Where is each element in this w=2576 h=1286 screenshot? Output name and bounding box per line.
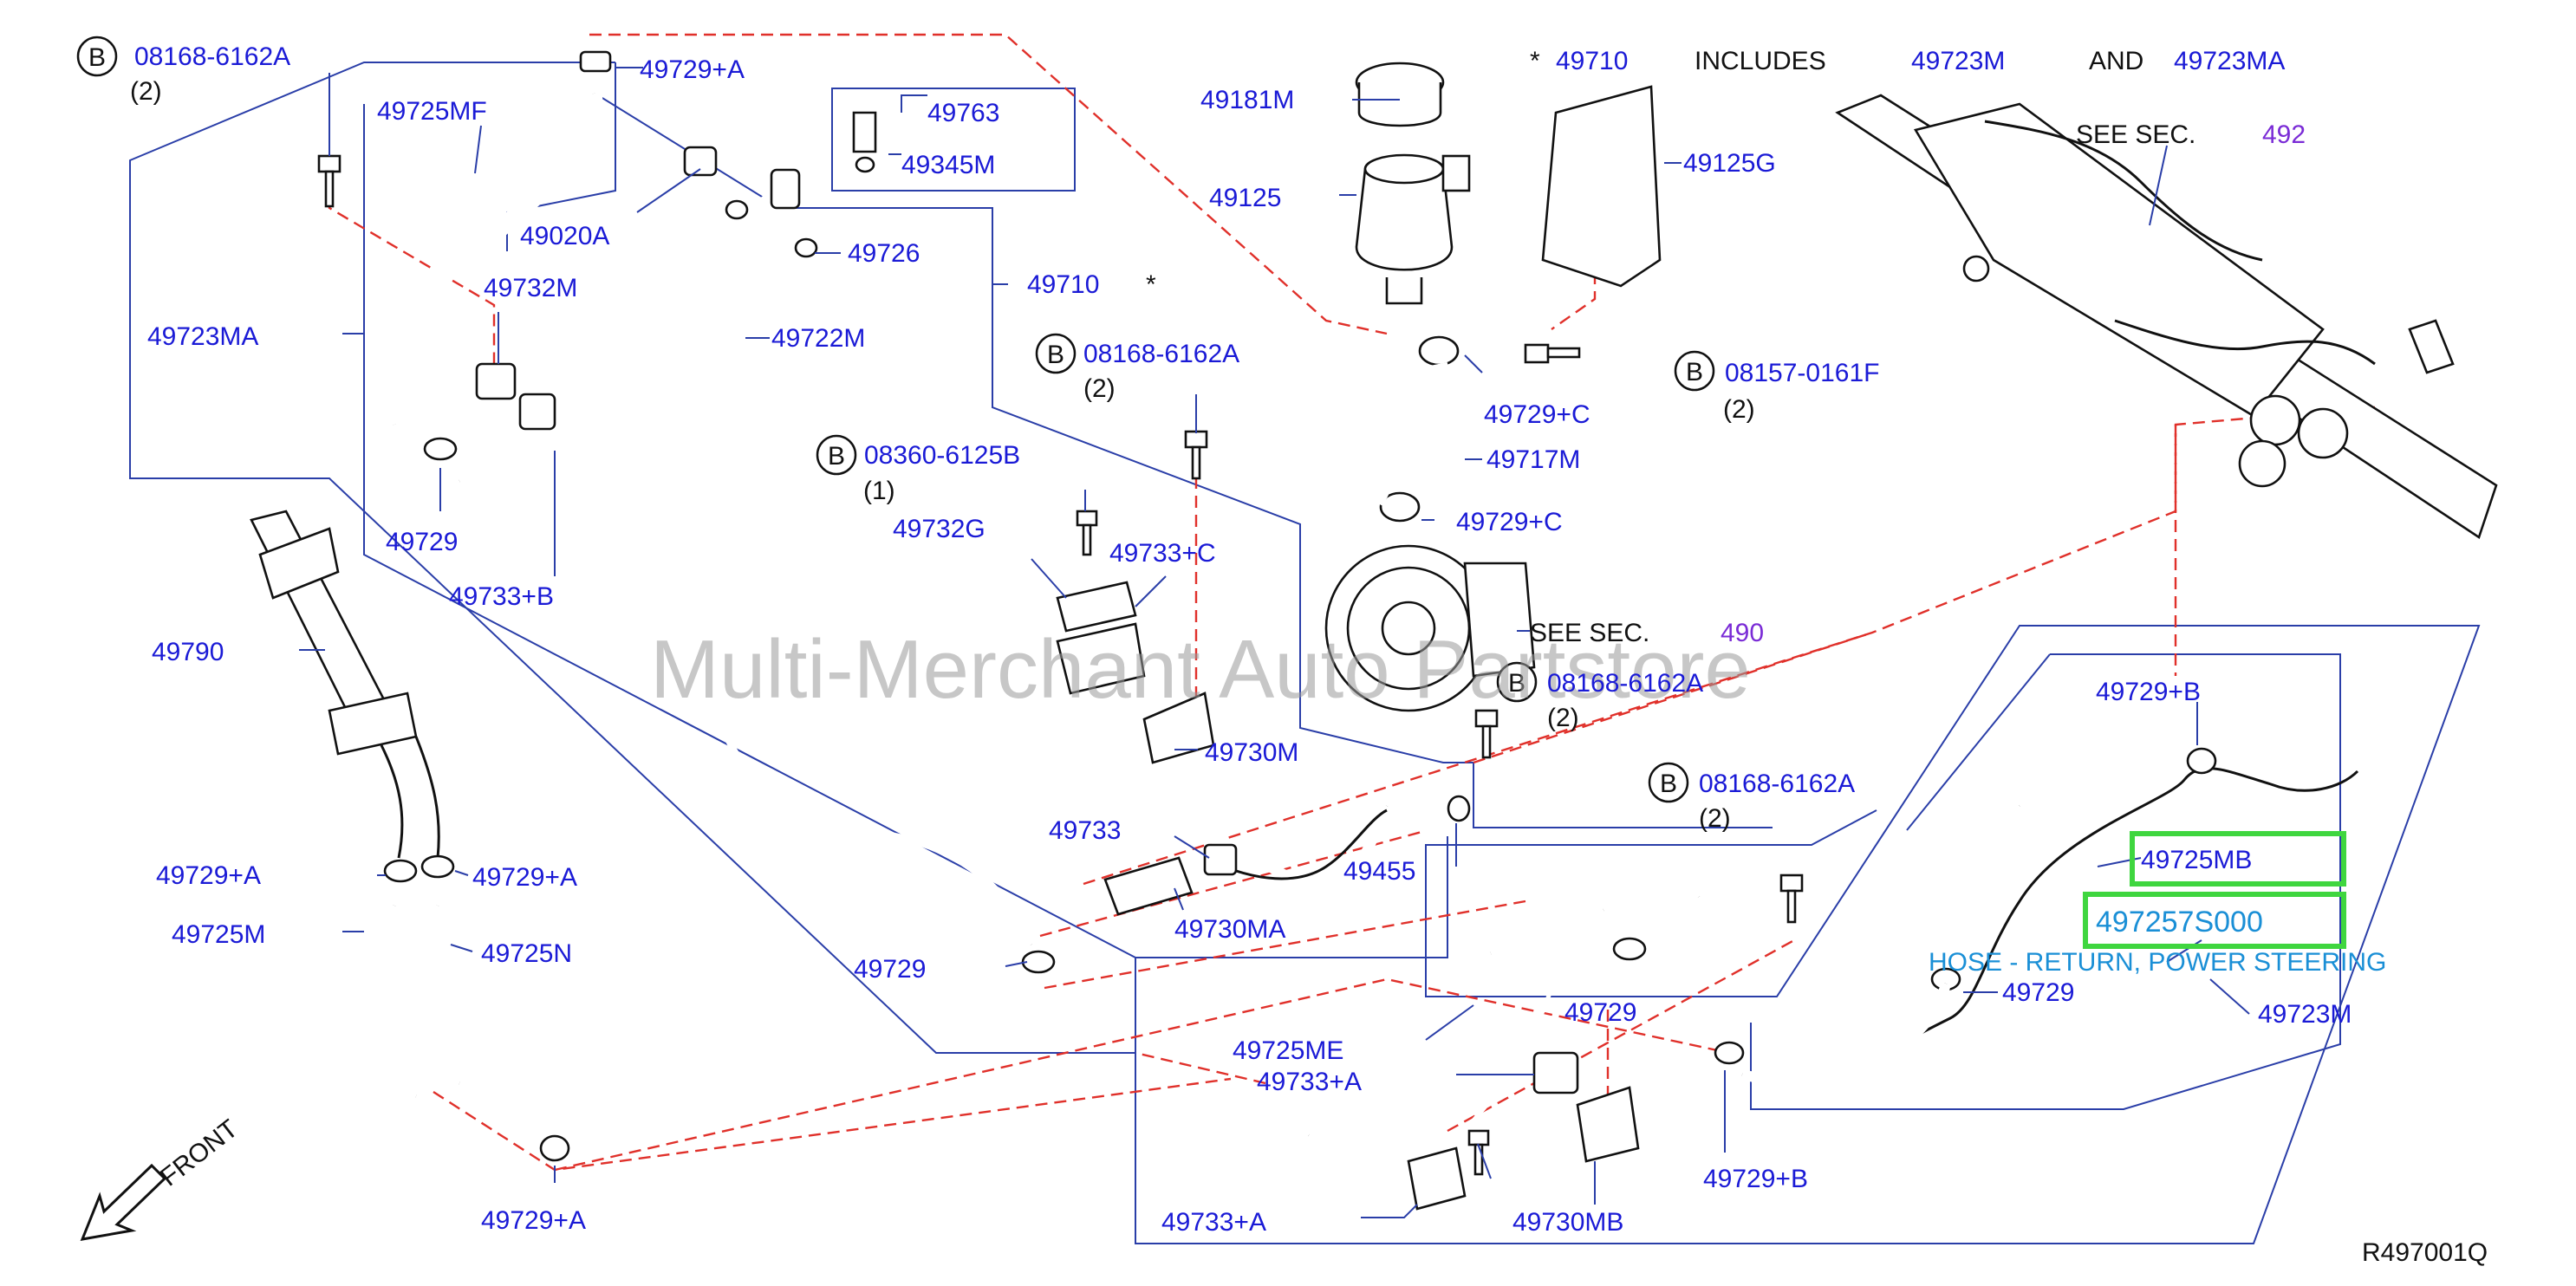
label-hose-description: HOSE - RETURN, POWER STEERING — [1929, 948, 2386, 977]
b-callouts: B B B B B B — [76, 36, 1715, 803]
asterisk: * — [1146, 270, 1156, 299]
asterisk: * — [1530, 47, 1540, 75]
svg-text:B: B — [1686, 358, 1703, 386]
label-49455[interactable]: 49455 — [1343, 857, 1415, 886]
label-qty: (1) — [863, 477, 895, 505]
label-49723ma[interactable]: 49723MA — [2174, 47, 2285, 75]
label-49725m[interactable]: 49725M — [172, 920, 265, 949]
label-49732g[interactable]: 49732G — [893, 515, 986, 543]
diagram-code: R497001Q — [2362, 1238, 2488, 1267]
svg-text:B: B — [828, 442, 845, 471]
label-49729-a[interactable]: 49729+A — [481, 1206, 586, 1235]
label-49125g[interactable]: 49125G — [1683, 149, 1776, 178]
label-49763[interactable]: 49763 — [927, 99, 999, 127]
front-label: FRONT — [155, 1114, 244, 1192]
b-callout-icon: B — [1035, 333, 1077, 374]
label-49723m[interactable]: 49723M — [2258, 1000, 2352, 1029]
label-08157-0161f[interactable]: 08157-0161F — [1725, 359, 1879, 387]
assembly-outlines — [129, 62, 2481, 1244]
label-49732m[interactable]: 49732M — [484, 274, 577, 302]
leader-lines — [299, 67, 2250, 1218]
label-49725mb[interactable]: 49725MB — [2141, 846, 2252, 874]
label-see-sec: SEE SEC. — [1530, 619, 1649, 647]
label-qty: (2) — [1723, 395, 1755, 424]
label-49733-a[interactable]: 49733+A — [1257, 1068, 1362, 1096]
b-callout-icon: B — [76, 36, 118, 77]
label-and: AND — [2089, 47, 2143, 75]
label-qty: (2) — [130, 77, 162, 106]
label-49733-c[interactable]: 49733+C — [1109, 539, 1216, 568]
label-49725mf[interactable]: 49725MF — [377, 97, 487, 126]
b-callout-icon: B — [1648, 762, 1689, 803]
label-qty: (2) — [1083, 374, 1116, 403]
b-callout-icon: B — [1496, 661, 1538, 703]
label-49733-b[interactable]: 49733+B — [449, 582, 554, 611]
label-08168-6162a[interactable]: 08168-6162A — [1547, 669, 1703, 698]
dashed-guides — [328, 33, 2376, 1172]
label-49729[interactable]: 49729 — [2002, 978, 2074, 1007]
part-drawings — [250, 50, 2498, 1211]
label-49729-b[interactable]: 49729+B — [2096, 678, 2201, 706]
label-49733[interactable]: 49733 — [1049, 816, 1121, 845]
label-49125[interactable]: 49125 — [1209, 184, 1281, 212]
label-49717m[interactable]: 49717M — [1486, 445, 1580, 474]
label-49710[interactable]: 49710 — [1556, 47, 1628, 75]
label-see-sec: SEE SEC. — [2076, 120, 2195, 149]
b-callout-icon: B — [816, 434, 857, 476]
label-49729-c[interactable]: 49729+C — [1456, 508, 1563, 536]
label-sec-490[interactable]: 490 — [1721, 619, 1764, 647]
label-49730ma[interactable]: 49730MA — [1174, 915, 1285, 944]
label-49729-a[interactable]: 49729+A — [156, 861, 261, 890]
label-49729[interactable]: 49729 — [854, 955, 926, 984]
part-labels[interactable]: 08168-6162A (2) 49729+A 49725MF 49763 49… — [130, 42, 2386, 1237]
front-arrow-icon: FRONT — [80, 1114, 244, 1241]
label-49725n[interactable]: 49725N — [481, 939, 572, 968]
label-49729[interactable]: 49729 — [1564, 998, 1636, 1027]
b-callout-icon: B — [1674, 350, 1715, 392]
svg-text:B: B — [1047, 341, 1064, 369]
label-49723ma[interactable]: 49723MA — [147, 322, 258, 351]
label-497257s000[interactable]: 497257S000 — [2096, 906, 2263, 939]
highlight-box-497257s000 — [2083, 892, 2346, 949]
label-sec-492[interactable]: 492 — [2262, 120, 2306, 149]
label-49726[interactable]: 49726 — [848, 239, 920, 268]
label-49730mb[interactable]: 49730MB — [1512, 1208, 1623, 1237]
label-49725me[interactable]: 49725ME — [1233, 1036, 1343, 1065]
highlight-box-49725mb — [2130, 831, 2346, 887]
label-qty: (2) — [1699, 804, 1731, 833]
svg-text:B: B — [1508, 669, 1525, 698]
label-49729-a[interactable]: 49729+A — [640, 55, 745, 84]
label-49345m[interactable]: 49345M — [901, 151, 995, 179]
label-49020a[interactable]: 49020A — [520, 222, 609, 250]
label-49710[interactable]: 49710 — [1027, 270, 1099, 299]
label-49790[interactable]: 49790 — [152, 638, 224, 666]
label-49181m[interactable]: 49181M — [1200, 86, 1294, 114]
label-08168-6162a[interactable]: 08168-6162A — [1083, 340, 1239, 368]
label-49729-a[interactable]: 49729+A — [472, 863, 577, 892]
label-49729[interactable]: 49729 — [386, 528, 458, 556]
label-qty: (2) — [1547, 704, 1579, 732]
label-49729-c[interactable]: 49729+C — [1484, 400, 1590, 429]
label-49730m[interactable]: 49730M — [1205, 738, 1298, 767]
label-49723m[interactable]: 49723M — [1911, 47, 2005, 75]
label-08360-6125b[interactable]: 08360-6125B — [864, 441, 1020, 470]
label-49722m[interactable]: 49722M — [771, 324, 865, 353]
label-08168-6162a[interactable]: 08168-6162A — [134, 42, 290, 71]
svg-text:B: B — [88, 43, 106, 72]
label-includes: INCLUDES — [1695, 47, 1826, 75]
watermark: Multi-Merchant Auto Partstore — [650, 623, 1751, 716]
label-08168-6162a[interactable]: 08168-6162A — [1699, 770, 1855, 798]
label-49729-b[interactable]: 49729+B — [1703, 1165, 1808, 1193]
svg-text:B: B — [1660, 770, 1677, 798]
label-49733-a[interactable]: 49733+A — [1161, 1208, 1266, 1237]
